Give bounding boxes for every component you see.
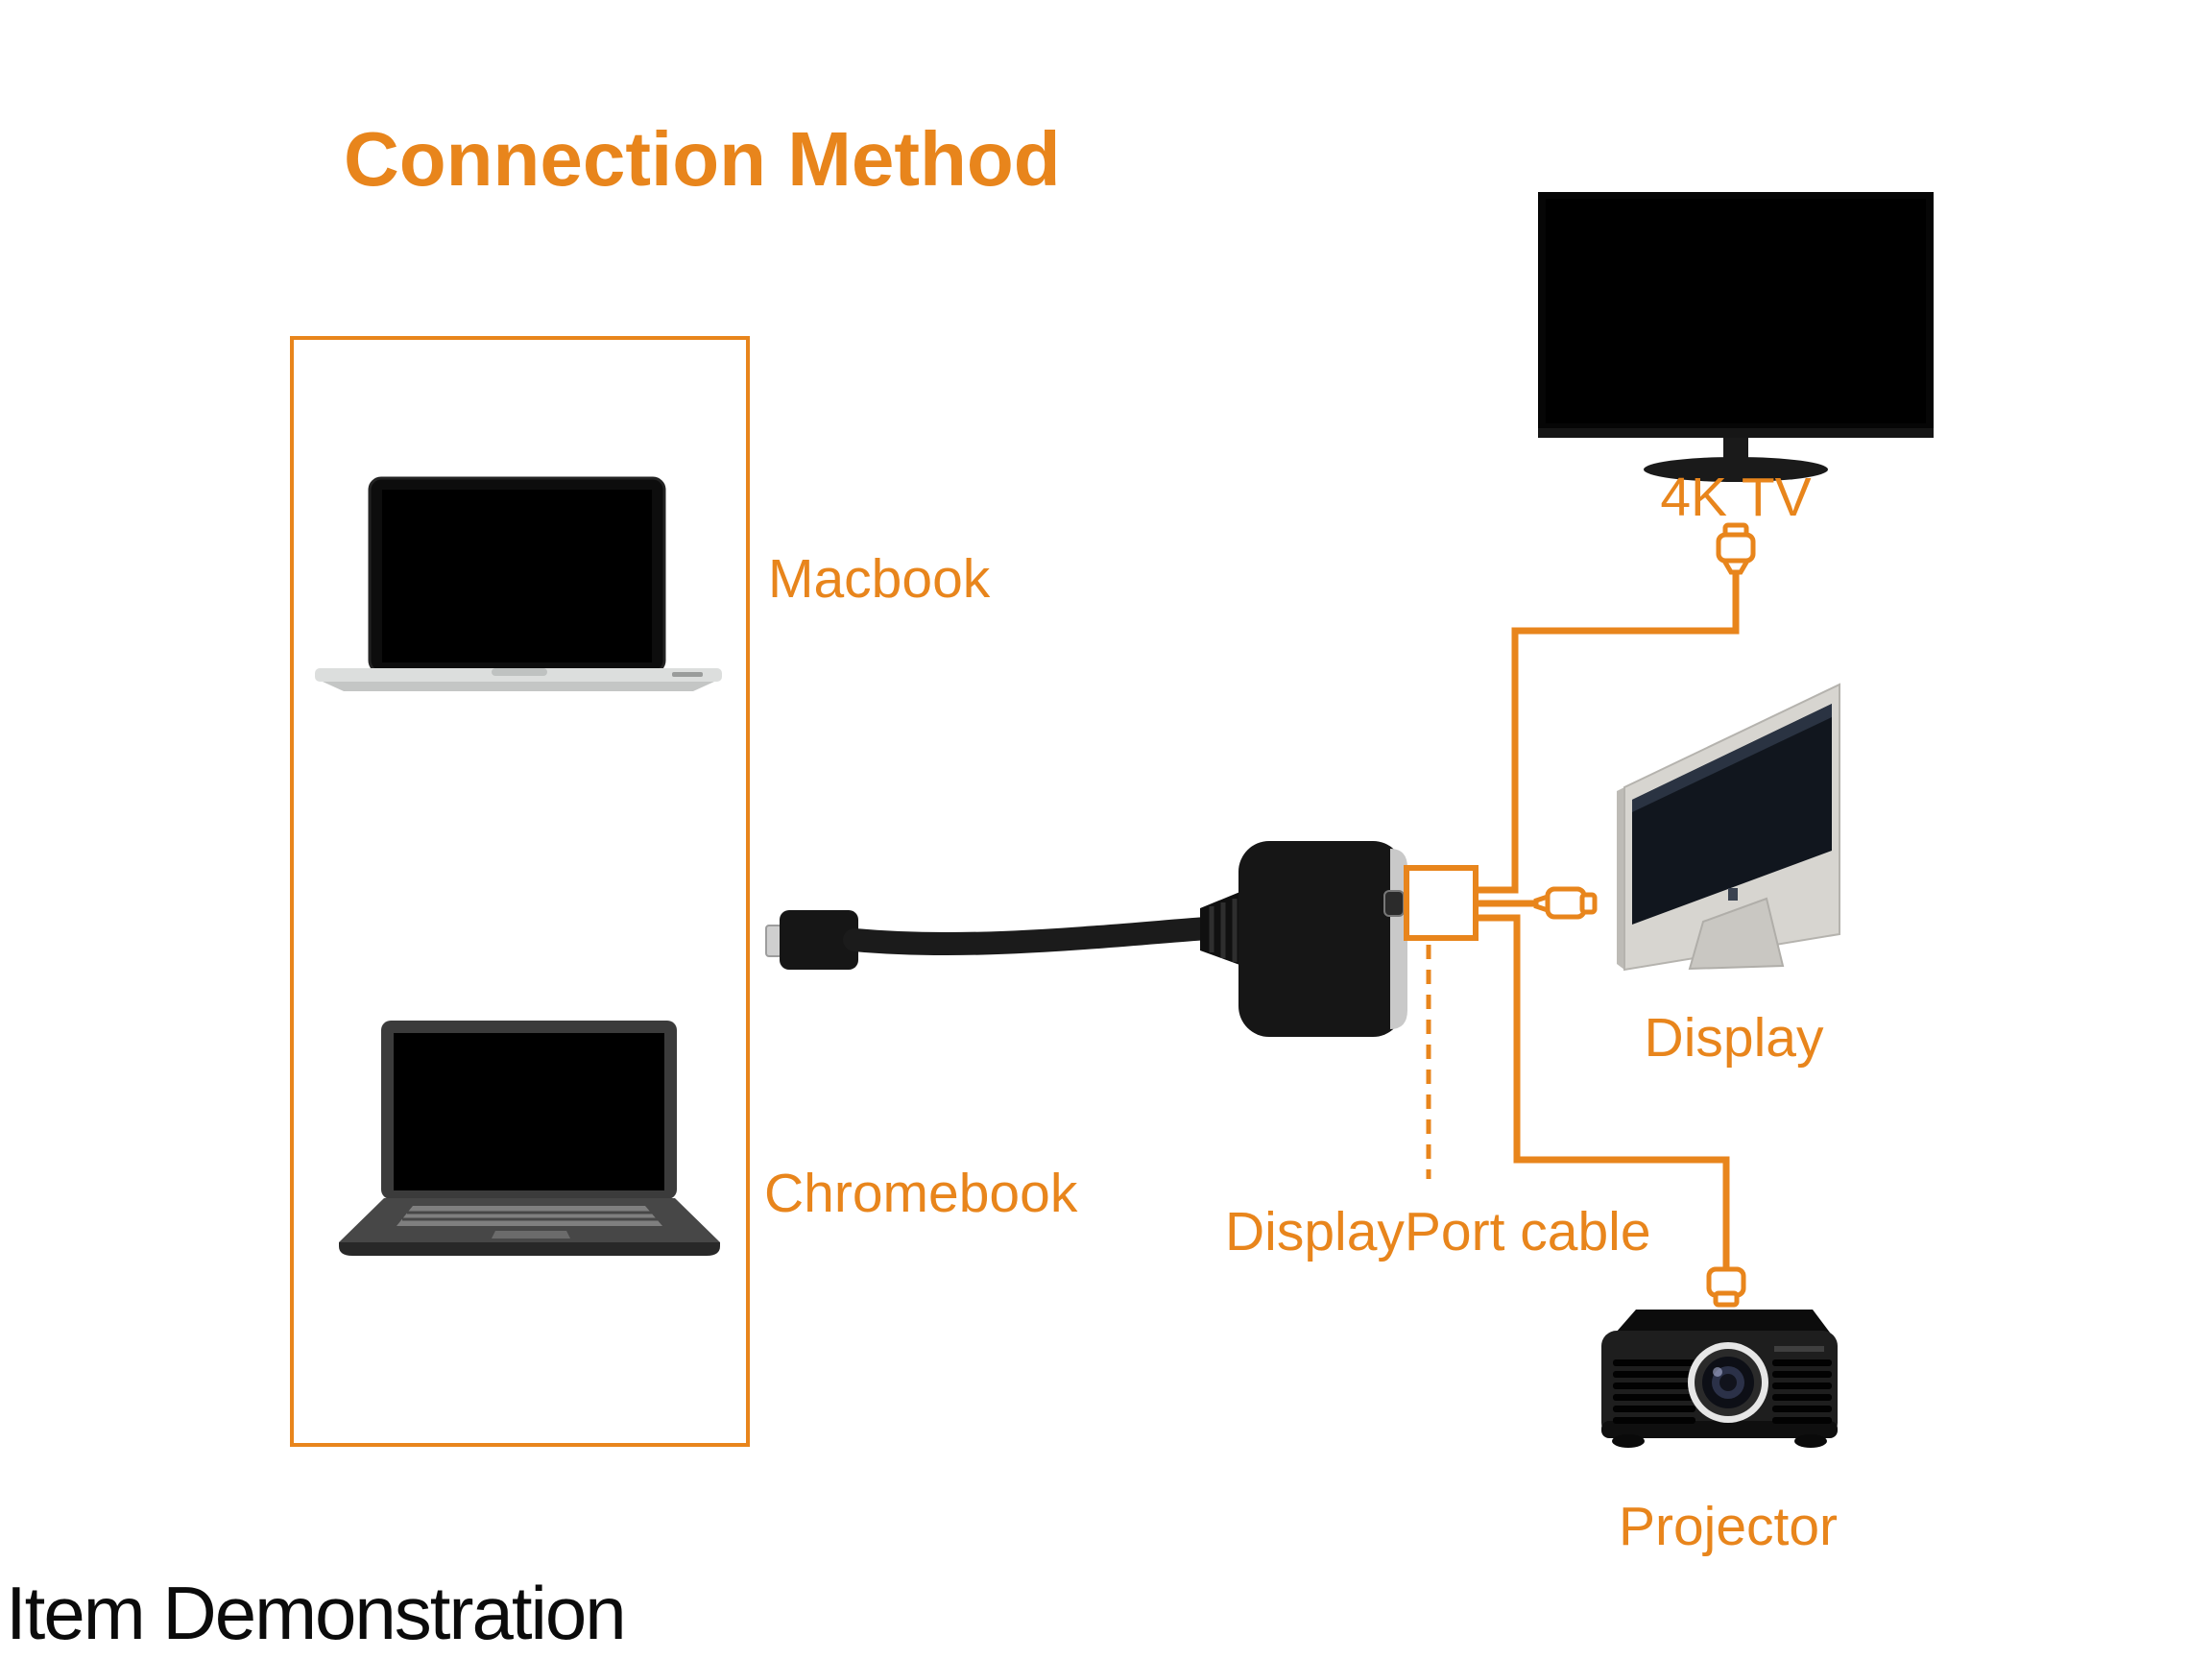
page-caption: Item Demonstration (6, 1571, 627, 1655)
display-label: Display (1644, 1007, 1824, 1069)
chromebook-panel (394, 1033, 664, 1190)
tv-screen (1546, 199, 1926, 423)
projector-right-vents (1772, 1359, 1832, 1424)
projector-label: Projector (1618, 1496, 1839, 1557)
cable-plug-right-icon (1533, 886, 1598, 920)
macbook-disc-slot (672, 672, 703, 677)
adapter-body (1238, 841, 1404, 1037)
displayport-cable-label: DisplayPort cable (1225, 1201, 1651, 1262)
macbook-base-bottom (323, 682, 714, 691)
projector-left-vents (1613, 1359, 1695, 1424)
projector-foot (1794, 1434, 1827, 1448)
tv-stand-base (1644, 457, 1828, 482)
chromebook-label: Chromebook (764, 1163, 1078, 1224)
chromebook-bottom (339, 1242, 720, 1256)
macbook-panel (382, 490, 652, 662)
macbook-label: Macbook (768, 548, 991, 610)
adapter-plug-body (780, 910, 858, 970)
adapter-port (1383, 890, 1405, 917)
imac-illustration (1617, 683, 1840, 972)
tv-illustration (1538, 192, 1934, 482)
imac-logo (1728, 888, 1738, 901)
projector-body-bottom (1601, 1421, 1838, 1438)
tv-label: 4K TV (1660, 467, 1812, 528)
chromebook-trackpad (492, 1231, 570, 1238)
cable-plug-down-icon (1706, 1266, 1746, 1308)
connector-icons (1533, 522, 1756, 1308)
adapter-output-highlight-box (1404, 865, 1479, 941)
diagram-title: Connection Method (344, 116, 1061, 202)
macbook-base-notch (492, 668, 547, 676)
adapter-cable (843, 917, 1217, 956)
imac-stand (1688, 897, 1785, 971)
projector-foot (1612, 1434, 1645, 1448)
projector-illustration (1601, 1310, 1838, 1448)
source-devices-box (290, 336, 750, 1447)
macbook-illustration (315, 476, 722, 691)
adapter-plug-tip (765, 925, 782, 957)
chromebook-keyboard (397, 1206, 662, 1226)
line-to-projector (1476, 914, 1730, 1269)
line-to-4k-tv (1476, 568, 1740, 894)
projector-lens-core (1719, 1374, 1737, 1391)
tv-bottom-edge (1538, 428, 1934, 438)
imac-top-bezel (1632, 704, 1832, 812)
cable-plug-up-icon (1716, 522, 1756, 575)
mini-displayport-adapter-graphic (765, 841, 1407, 1037)
projector-lens-glint (1713, 1367, 1722, 1377)
chromebook-illustration (339, 1021, 720, 1256)
imac-screen (1632, 704, 1832, 925)
projector-logo-marks (1774, 1346, 1824, 1352)
imac-side-edge (1617, 787, 1624, 970)
